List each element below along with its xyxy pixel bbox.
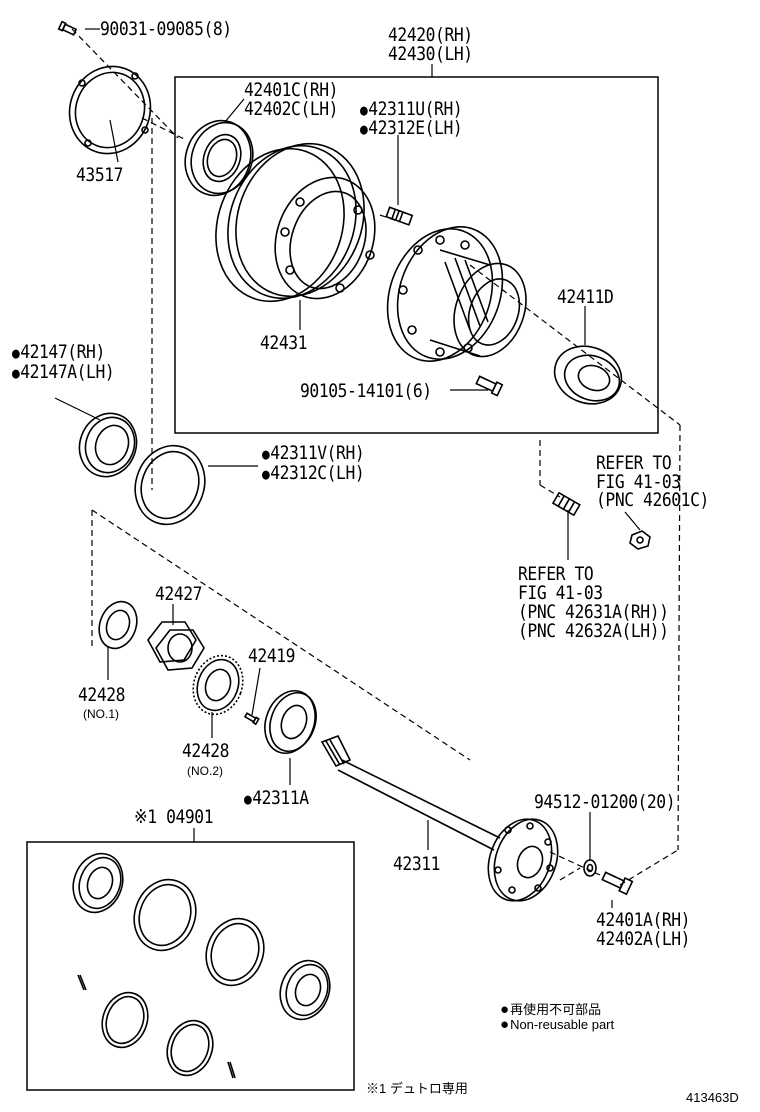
- label-94512: 94512-01200(20): [534, 791, 676, 813]
- footnote-dutro-only: ※1 デュトロ専用: [366, 1081, 468, 1096]
- label-04901: ※1 04901: [134, 806, 214, 828]
- label-42402a-lh: 42402A(LH): [596, 928, 691, 950]
- label-42147-rh: 42147(RH): [12, 342, 105, 363]
- oil-seal-42401c: [184, 119, 254, 197]
- screw-42419: [243, 712, 260, 726]
- legend-non-reusable-jp: 再使用不可部品: [500, 999, 601, 1018]
- axle-hub-42420: [386, 226, 527, 362]
- label-42311v-rh: 42311V(RH): [262, 443, 365, 464]
- legend-non-reusable-en: Non-reusable part: [500, 1016, 614, 1033]
- oil-seal-42311v: [134, 444, 206, 526]
- gasket-43517: [68, 65, 152, 155]
- label-42401a-rh: 42401A(RH): [596, 909, 691, 931]
- label-42401c-rh: 42401C(RH): [244, 79, 339, 101]
- bolt-90105: [475, 375, 504, 397]
- label-42428-no1-sub: (NO.1): [83, 707, 119, 721]
- label-42411d: 42411D: [557, 286, 614, 308]
- refer2-line1: REFER TO: [518, 563, 594, 585]
- hub-assembly-box: [174, 76, 659, 434]
- refer1-line2: FIG 41-03: [596, 471, 681, 493]
- brake-drum-42431: [215, 142, 376, 303]
- refer2-line4: (PNC 42632A(LH)): [518, 620, 669, 642]
- nut-42427: [147, 621, 205, 671]
- label-42427: 42427: [155, 583, 203, 605]
- refer1-line1: REFER TO: [596, 452, 672, 474]
- wheel-nut-ref: [629, 530, 651, 550]
- label-42311u-rh: 42311U(RH): [360, 99, 463, 120]
- oil-seal-42311a: [264, 690, 317, 754]
- refer1-line3: (PNC 42601C): [596, 489, 709, 511]
- bolt-42401a: [601, 871, 634, 896]
- label-42430-lh: 42430(LH): [388, 43, 473, 65]
- washer-42428-no1: [98, 600, 138, 650]
- axle-shaft-42311: [320, 734, 559, 902]
- refer2-line2: FIG 41-03: [518, 582, 603, 604]
- seal-42147: [78, 412, 138, 478]
- label-42312e-lh: 42312E(LH): [360, 118, 463, 139]
- label-42402c-lh: 42402C(LH): [244, 98, 339, 120]
- washer-94512: [583, 859, 597, 877]
- label-42311: 42311: [393, 853, 441, 875]
- hub-bolt-42311u: [385, 206, 414, 226]
- label-42428-no2-sub: (NO.2): [187, 764, 223, 778]
- wheel-stud-ref: [551, 491, 581, 517]
- label-90031: 90031-09085(8): [100, 18, 232, 40]
- label-43517: 43517: [76, 164, 124, 186]
- label-42420-rh: 42420(RH): [388, 24, 473, 46]
- label-42312c-lh: 42312C(LH): [262, 463, 365, 484]
- label-90105: 90105-14101(6): [300, 380, 432, 402]
- bearing-42411d: [553, 345, 623, 405]
- label-42147a-lh: 42147A(LH): [12, 362, 115, 383]
- kit-box: [26, 841, 355, 1091]
- kit-04901-parts: [72, 852, 331, 1079]
- bolt-90031: [57, 20, 78, 36]
- refer2-line3: (PNC 42631A(RH)): [518, 601, 669, 623]
- label-42431: 42431: [260, 332, 308, 354]
- label-42428-no2: 42428: [182, 740, 230, 762]
- label-42419: 42419: [248, 645, 296, 667]
- label-42311a: 42311A: [244, 788, 309, 809]
- label-42428-no1: 42428: [78, 684, 126, 706]
- figure-id: 413463D: [686, 1090, 739, 1105]
- lock-washer-42428-no2: [192, 654, 244, 716]
